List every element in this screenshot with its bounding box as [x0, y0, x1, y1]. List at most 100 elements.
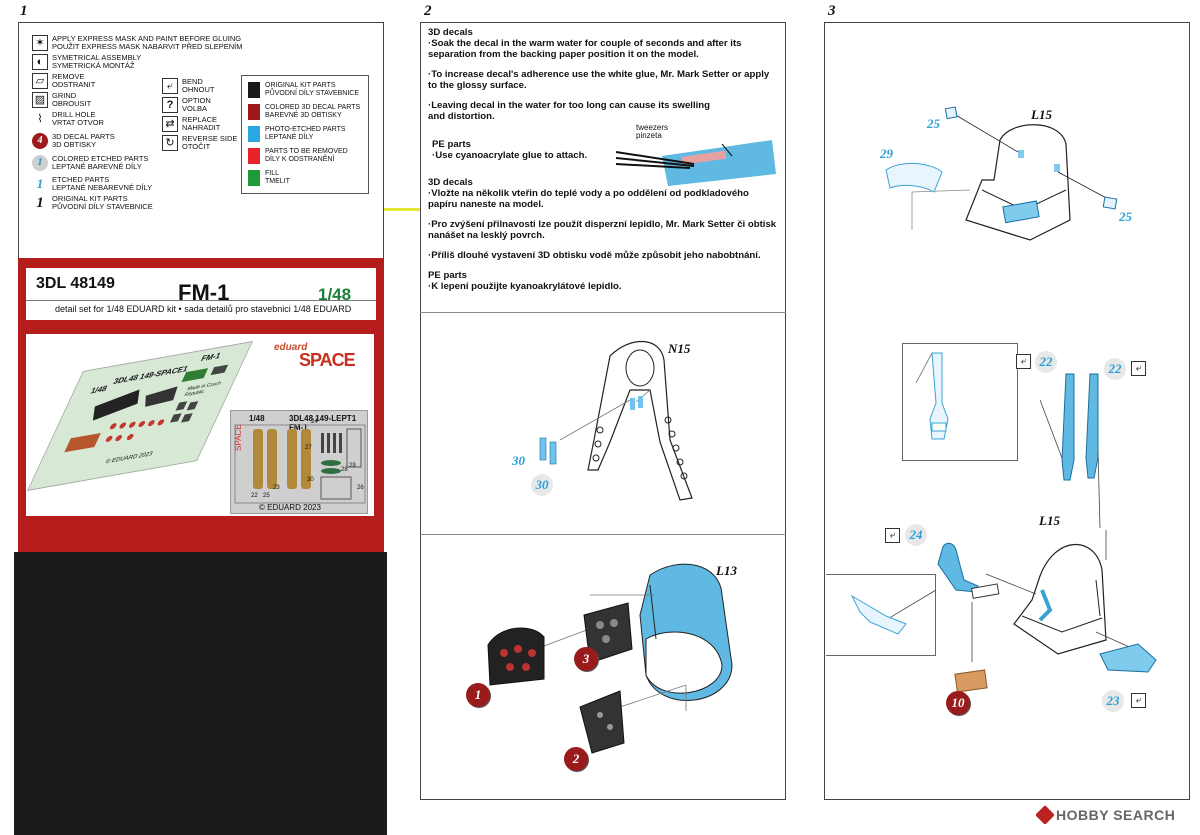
instructions-heading: 3D decals [428, 177, 473, 188]
pe-num: 28 [341, 467, 348, 473]
color-legend-text: PARTS TO BE REMOVED [265, 148, 348, 155]
callout-part-30-bg: 30 [531, 474, 553, 496]
legend-text: REPLACE [182, 115, 218, 124]
callout-part-25: 25 [927, 116, 940, 131]
belt-detail-drawing [915, 352, 949, 440]
callout-part-24: 24 [905, 524, 927, 546]
seat-l15-bottom-drawing [850, 530, 1157, 693]
sub-label-n15: N15 [668, 341, 691, 356]
bend-icon: ⤶ [1016, 354, 1031, 369]
reverse-side-icon: ↻ [162, 135, 178, 151]
legend-text: OPTION [182, 96, 211, 105]
legend-text: LEPTANÉ NEBAREVNÉ DÍLY [52, 183, 153, 192]
title-divider [26, 300, 376, 301]
legend-text: OBROUSIT [52, 99, 92, 108]
pe-num: 25 [263, 493, 270, 499]
legend-text: BEND [182, 77, 203, 86]
callout-part-22: 22 [1104, 358, 1126, 380]
callout-part-29: 29 [880, 146, 893, 161]
instruction-text: ·Leaving decal in the water for too long… [428, 100, 711, 122]
instruction-text: ·Pro zvýšení přilnavosti lze použít disp… [428, 219, 777, 241]
watermark-text: HOBBY SEARCH [1056, 807, 1176, 823]
decal-badge-2: 2 [564, 747, 588, 771]
legend-text: ODSTRANIT [52, 80, 96, 89]
legend-text: DRILL HOLE [52, 110, 96, 119]
color-legend-text: PHOTO-ETCHED PARTS [265, 126, 346, 133]
step2-divider-1 [420, 312, 786, 313]
color-legend-text: FILL [265, 170, 280, 177]
swatch-green [248, 170, 260, 186]
instruction-text: ·Soak the decal in the warm water for co… [428, 38, 742, 60]
swatch-red [248, 148, 260, 164]
sub-label-l13: L13 [716, 563, 737, 578]
color-legend-text: ORIGINAL KIT PARTS [265, 82, 336, 89]
callout-part-23: 23 [1102, 690, 1124, 712]
bend-icon: ⤶ [162, 78, 178, 94]
cockpit-l13-drawing [487, 563, 733, 754]
step-number-3: 3 [828, 3, 836, 19]
step-number-1: 1 [20, 3, 28, 19]
legend-text: LEPTANÉ BAREVNÉ DÍLY [52, 162, 142, 171]
swatch-black [248, 82, 260, 98]
legend-panel [18, 22, 384, 258]
instruction-text: ·Vložte na několik vteřin do teplé vody … [428, 188, 749, 210]
bend-icon: ⤶ [1131, 693, 1146, 708]
remove-icon: ▱ [32, 73, 48, 89]
legend-text: VRTAT OTVOR [52, 118, 104, 127]
yellow-connector [384, 208, 420, 211]
legend-text: 3D OBTISKY [52, 140, 97, 149]
instructions-heading: 3D decals [428, 27, 473, 38]
color-legend [241, 75, 369, 194]
product-code: 3DL 48149 [36, 275, 115, 292]
pe-num: 30 [307, 477, 314, 483]
decal-badge-3: 3 [574, 647, 598, 671]
legend-text: REMOVE [52, 72, 85, 81]
swatch-darkred [248, 104, 260, 120]
watermark: HOBBY SEARCH [1035, 805, 1176, 825]
pe-fret-code: 3DL48 149-LEPT1 FM-1 [289, 414, 357, 432]
legend-text: GRIND [52, 91, 77, 100]
color-legend-text: PŮVODNÍ DÍLY STAVEBNICE [265, 90, 360, 97]
pe-num: 24 [311, 419, 318, 425]
sub-label-l15-bottom: L15 [1039, 513, 1060, 528]
tweezers-label: tweezers pinzeta [636, 124, 668, 140]
color-legend-text: LEPTANÉ DÍLY [265, 134, 314, 141]
seat-l15-top-drawing [885, 106, 1118, 241]
pe-fret: 1/48 3DL48 149-LEPT1 FM-1 SPACE 24 27 29… [230, 410, 368, 514]
pe-num: 26 [357, 485, 364, 491]
legend-text: ETCHED PARTS [52, 175, 110, 184]
legend-text: SYMETRICAL ASSEMBLY [52, 53, 142, 62]
legend-text: SYMETRICKÁ MONTÁŽ [52, 61, 135, 70]
decal-badge-10: 10 [946, 691, 970, 715]
pe-num: 22 [251, 493, 258, 499]
pe-fret-copyright: © EDUARD 2023 [259, 503, 321, 512]
legend-mask: ✶ APPLY EXPRESS MASK AND PAINT BEFORE GL… [32, 35, 242, 51]
legend-text: PŮVODNÍ DÍLY STAVEBNICE [52, 202, 153, 211]
kit-part-icon: 1 [36, 195, 44, 211]
colored-etched-icon: 1 [32, 155, 48, 171]
legend-text: VOLBA [182, 104, 208, 113]
instruction-text: ·Use cyanoacrylate glue to attach. [432, 150, 588, 161]
bend-icon: ⤶ [885, 528, 900, 543]
decal-badge-1: 1 [466, 683, 490, 707]
seat-back-n15-drawing [539, 340, 693, 501]
star-mask-icon: ✶ [32, 35, 48, 51]
decal-sheet: 1/48 3DL48 149-SPACE1 FM-1 Made in Czech… [27, 341, 253, 491]
instructions-heading: PE parts [428, 270, 467, 281]
pe-fret-art: SPACE [234, 424, 366, 504]
instructions-pe: PE parts ·Use cyanoacrylate glue to atta… [432, 139, 612, 161]
instructions-en: 3D decals ·Soak the decal in the warm wa… [428, 27, 778, 122]
belt-detail-inset [902, 343, 1018, 461]
callout-part-22: 22 [1035, 351, 1057, 373]
step-number-2: 2 [424, 3, 432, 19]
color-legend-text: DÍLY K ODSTRANĚNÍ [265, 156, 335, 163]
